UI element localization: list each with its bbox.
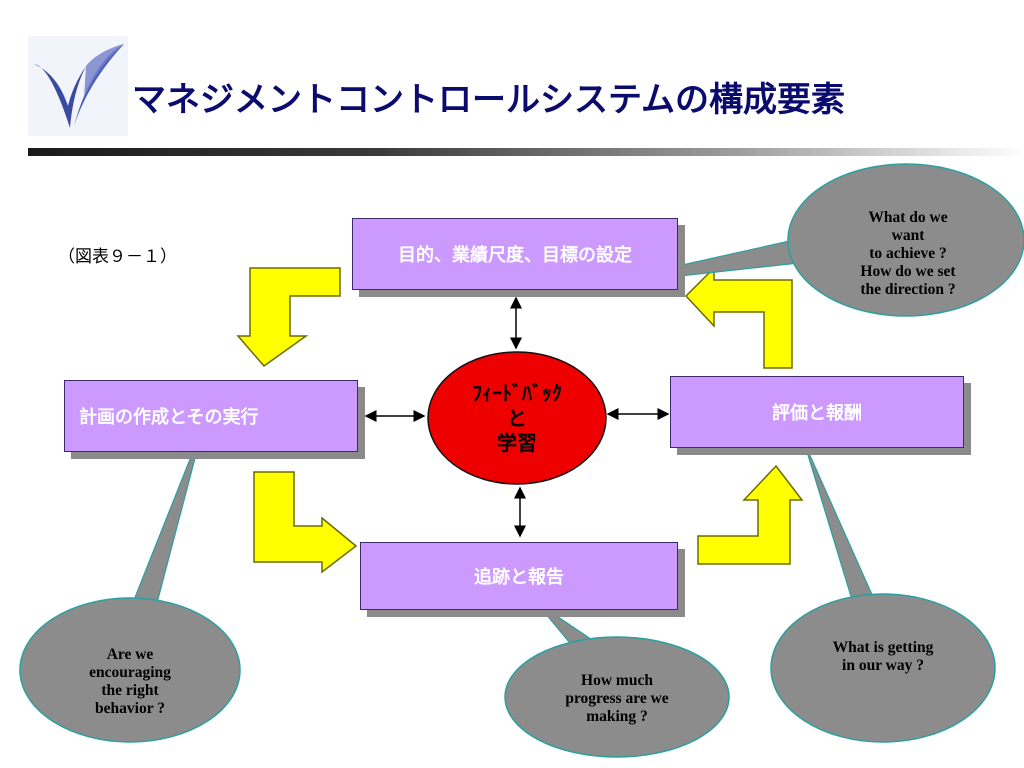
callout-bottom-right-line: What is getting	[832, 639, 934, 656]
center-line-2: と	[507, 405, 527, 430]
flow-arrow-bottom-to-right	[697, 464, 804, 565]
callout-tail-bottom-left	[125, 423, 205, 623]
callout-bottom-left	[19, 597, 241, 743]
box-goal-setting-label: 目的、業績尺度、目標の設定	[398, 245, 632, 266]
callout-bottom-center-line: making ?	[586, 708, 648, 725]
center-line-1: ﾌｨｰﾄﾞﾊﾞｯｸ	[472, 380, 562, 405]
callout-bottom-left-text: Are we encouraging the right behavior ?	[50, 632, 210, 732]
callout-bottom-center-line: progress are we	[565, 690, 669, 707]
callout-top-right-line: to achieve ?	[869, 245, 947, 262]
callout-top-right-line: the direction ?	[860, 281, 956, 298]
callout-top-right-line: want	[891, 227, 925, 244]
box-evaluation-reward: 評価と報酬	[670, 376, 964, 448]
flow-arrow-right-to-top	[684, 266, 793, 369]
flow-arrow-top-to-left	[236, 267, 341, 368]
feedback-learning-ellipse	[427, 351, 607, 485]
callout-top-right	[787, 163, 1024, 317]
box-planning-execution: 計画の作成とその実行	[64, 380, 358, 452]
callout-bottom-left-line: behavior ?	[95, 700, 165, 717]
box-tracking-reporting: 追跡と報告	[360, 542, 678, 610]
logo-icon	[28, 36, 128, 136]
page-title: マネジメントコントロールシステムの構成要素	[132, 80, 845, 120]
feedback-learning-label: ﾌｨｰﾄﾞﾊﾞｯｸ と 学習	[428, 352, 606, 484]
callout-bottom-right-line: in our way ?	[842, 657, 924, 674]
callout-bottom-left-line: Are we	[106, 646, 154, 663]
title-divider	[28, 148, 1024, 156]
callout-bottom-right	[770, 593, 996, 743]
callout-top-right-text: What do we want to achieve ? How do we s…	[826, 192, 990, 316]
box-planning-execution-label: 計画の作成とその実行	[79, 407, 259, 428]
callout-bottom-center-text: How much progress are we making ?	[530, 662, 704, 736]
center-line-3: 学習	[497, 430, 537, 455]
callout-bottom-right-text: What is getting in our way ?	[798, 630, 968, 684]
callout-bottom-left-line: the right	[101, 682, 159, 699]
flow-arrow-left-to-bottom	[253, 471, 358, 574]
box-tracking-reporting-label: 追跡と報告	[474, 567, 564, 588]
box-goal-setting: 目的、業績尺度、目標の設定	[352, 218, 678, 290]
callout-top-right-line: How do we set	[860, 263, 956, 280]
callout-bottom-left-line: encouraging	[89, 664, 171, 681]
box-evaluation-reward-label: 評価と報酬	[772, 403, 862, 424]
callout-top-right-line: What do we	[868, 209, 948, 226]
callout-bottom-center-line: How much	[581, 672, 653, 689]
callout-bottom-center	[504, 636, 730, 758]
figure-label: （図表９－１）	[58, 247, 177, 267]
